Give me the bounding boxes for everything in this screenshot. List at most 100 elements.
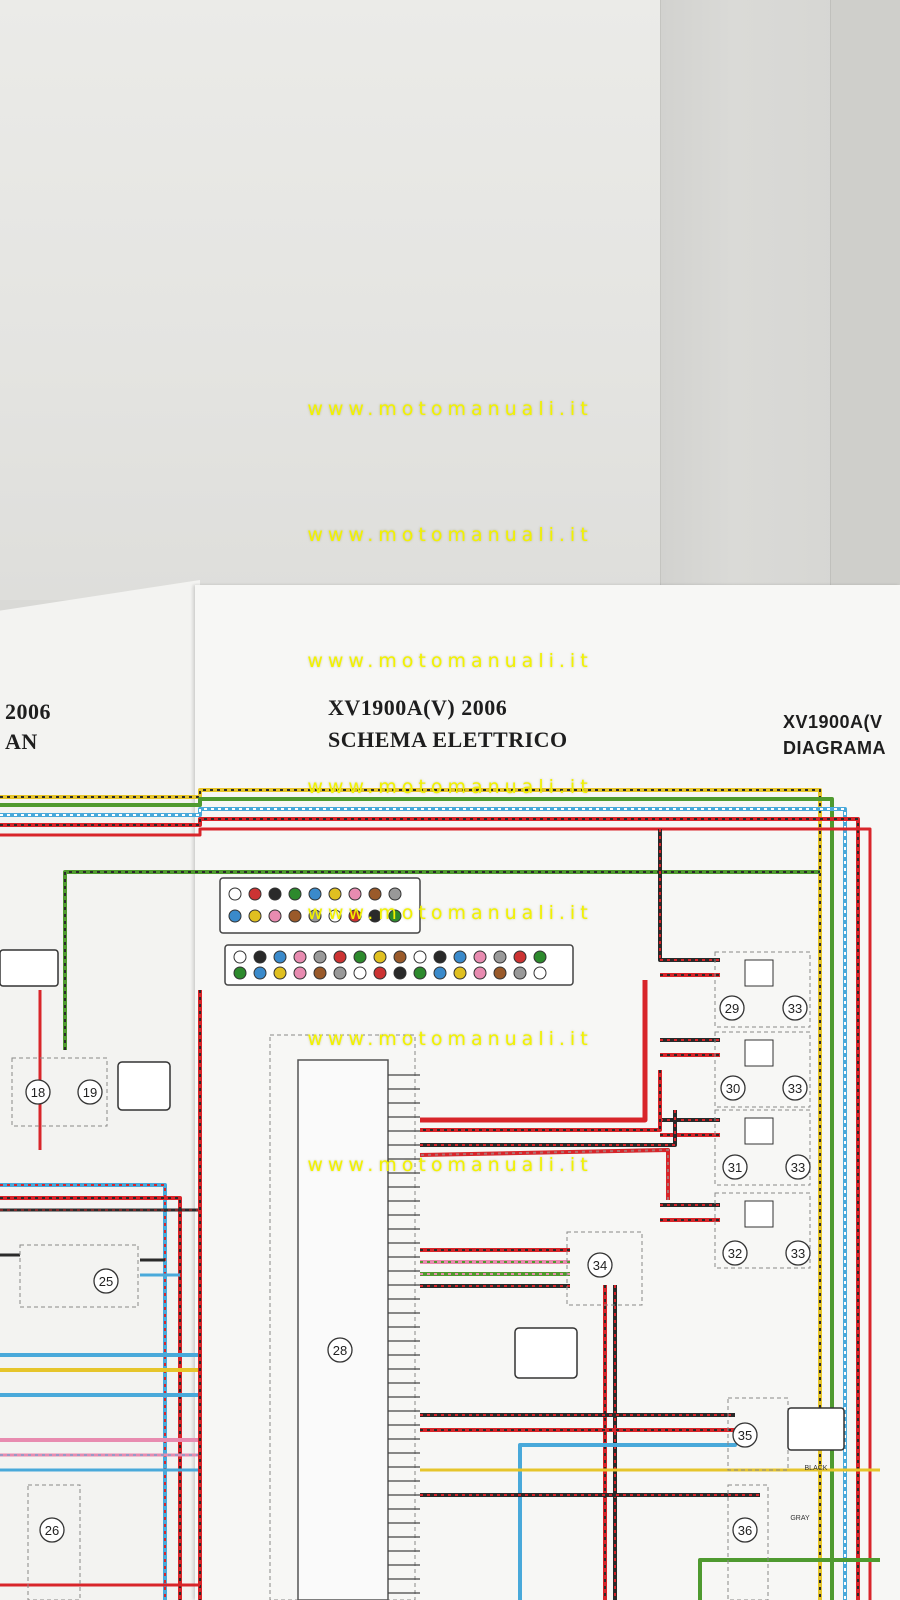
component-circle-33 — [785, 1154, 811, 1180]
pin-dot — [533, 950, 547, 964]
pin-dot — [473, 966, 487, 980]
wire — [0, 827, 872, 1600]
ecu-body — [297, 1059, 389, 1600]
wire — [518, 1443, 737, 1600]
pin-dot — [493, 950, 507, 964]
pin-dot — [273, 950, 287, 964]
component-circle-33 — [782, 1075, 808, 1101]
pin-dot — [413, 950, 427, 964]
wire-stripe — [0, 808, 846, 1600]
pin-dot — [308, 909, 322, 923]
pin-dot — [533, 966, 547, 980]
left-title-sub: AN — [5, 729, 38, 754]
wire — [0, 797, 834, 1600]
pin-dot — [248, 887, 262, 901]
pin-dot — [433, 950, 447, 964]
wire-stripe — [0, 1197, 181, 1600]
relay-coil — [744, 1039, 774, 1067]
pin-dot — [493, 966, 507, 980]
connector-label-black: BLACK — [805, 1465, 828, 1472]
connector-top-1 — [219, 877, 421, 934]
component-number-28: 28 — [333, 1343, 347, 1358]
wire-stripe — [659, 829, 670, 961]
pin-dot — [288, 909, 302, 923]
pin-dot — [393, 966, 407, 980]
box-26 — [27, 1484, 81, 1600]
wire — [419, 1148, 670, 1200]
component-number-19: 19 — [83, 1085, 97, 1100]
pin-dot — [373, 950, 387, 964]
pin-dot — [233, 950, 247, 964]
pin-dot — [353, 966, 367, 980]
pin-dot — [233, 966, 247, 980]
pin-dot — [328, 909, 342, 923]
connector-35 — [787, 1407, 845, 1451]
pin-dot — [433, 966, 447, 980]
component-circle-25 — [93, 1268, 119, 1294]
pin-dot — [313, 966, 327, 980]
pin-dot — [333, 950, 347, 964]
relay-box — [714, 1109, 811, 1186]
pin-dot — [328, 887, 342, 901]
background-paper-far-right — [830, 0, 900, 600]
pin-dot — [253, 950, 267, 964]
pin-dot — [388, 887, 402, 901]
pin-dot — [228, 887, 242, 901]
right-title-diagram: DIAGRAMA — [783, 738, 886, 758]
ecu-dashed-box — [269, 1034, 416, 1600]
pin-dot — [288, 887, 302, 901]
wire — [0, 1183, 167, 1600]
wire-stripe — [64, 871, 820, 1050]
component-number-33: 33 — [791, 1246, 805, 1261]
wire — [658, 829, 670, 962]
center-title-model: XV1900A(V) 2006 — [328, 695, 508, 720]
pin-dot — [513, 966, 527, 980]
component-number-33: 33 — [791, 1160, 805, 1175]
connector-18 — [117, 1061, 171, 1111]
background-paper — [0, 0, 705, 600]
component-boxes — [0, 877, 845, 1600]
pin-dot — [228, 909, 242, 923]
component-number-32: 32 — [728, 1246, 742, 1261]
pin-dot — [268, 909, 282, 923]
relay-coil — [744, 1200, 774, 1228]
component-number-29: 29 — [725, 1001, 739, 1016]
wire — [420, 1110, 677, 1147]
box-36 — [727, 1484, 769, 1600]
box-25 — [19, 1244, 139, 1308]
wire-stripe — [0, 789, 821, 1600]
component-number-18: 18 — [31, 1085, 45, 1100]
component-number-31: 31 — [728, 1160, 742, 1175]
relay-box — [714, 1031, 811, 1108]
component-circle-32 — [722, 1240, 748, 1266]
pin-dot — [348, 887, 362, 901]
pin-dot — [473, 950, 487, 964]
wire — [0, 1196, 182, 1600]
wire-stripe — [420, 1070, 661, 1131]
pin-dot — [293, 950, 307, 964]
component-number-25: 25 — [99, 1274, 113, 1289]
pin-dot — [308, 887, 322, 901]
component-number-34: 34 — [593, 1258, 607, 1273]
relay-coil — [744, 959, 774, 987]
pin-dot — [393, 950, 407, 964]
pin-dot — [353, 950, 367, 964]
wire-stripe — [420, 1110, 676, 1146]
component-circle-26 — [39, 1517, 65, 1543]
pin-dot — [268, 887, 282, 901]
relay-coil — [744, 1117, 774, 1145]
component-circle-34 — [587, 1252, 613, 1278]
wires — [0, 788, 880, 1600]
component-circle-28 — [327, 1337, 353, 1363]
center-title-schema: SCHEMA ELETTRICO — [328, 727, 568, 752]
connector-left-top — [0, 949, 59, 987]
relay-box — [714, 951, 811, 1028]
box-34 — [566, 1231, 643, 1306]
component-circle-35 — [732, 1422, 758, 1448]
pin-dot — [373, 966, 387, 980]
component-circle-36 — [732, 1517, 758, 1543]
component-circle-18 — [25, 1079, 51, 1105]
wire-stripe — [0, 1184, 166, 1600]
pin-dot — [513, 950, 527, 964]
